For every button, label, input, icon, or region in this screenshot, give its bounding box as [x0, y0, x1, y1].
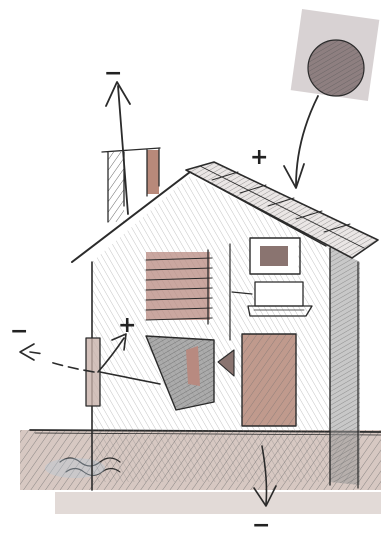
- wall-minus-sign: −: [10, 319, 28, 344]
- upper-window: [250, 238, 300, 274]
- door-icon: [242, 334, 296, 426]
- sun-arrow: [284, 96, 318, 188]
- wall-loss-arrow: [20, 344, 94, 372]
- roof-minus-sign: −: [104, 61, 122, 86]
- sun-icon: [291, 9, 380, 101]
- window-shutter-icon: [146, 250, 212, 324]
- wall-plus-sign: +: [118, 313, 136, 338]
- sun-plus-sign: +: [250, 145, 268, 170]
- ground-minus-sign: −: [252, 513, 270, 537]
